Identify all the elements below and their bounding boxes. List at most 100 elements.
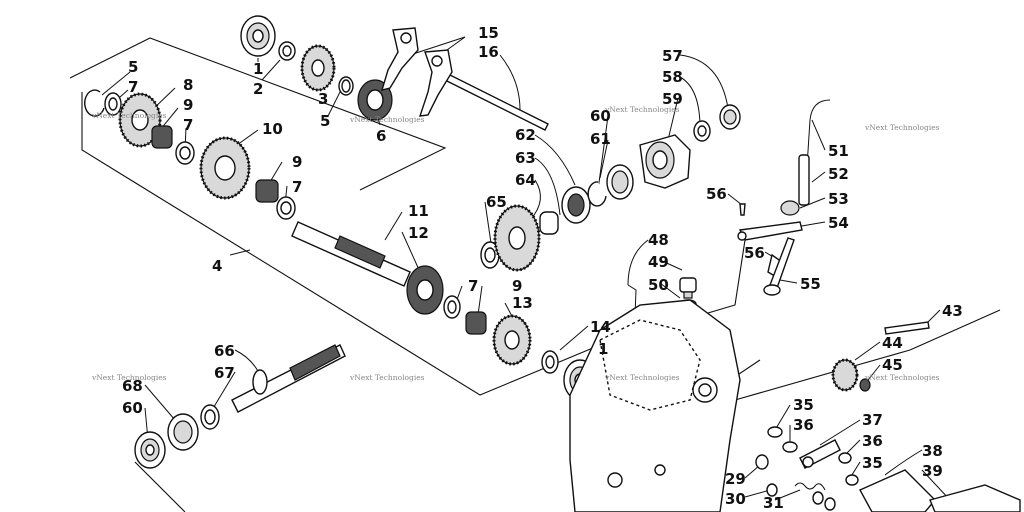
gear-44 — [831, 358, 859, 392]
washer-30 — [766, 483, 778, 497]
clutch-12 — [406, 265, 444, 315]
callout-16: 16 — [478, 43, 499, 61]
washer-7c — [276, 196, 296, 220]
washer-2 — [278, 41, 296, 61]
callout-5: 5 — [128, 58, 138, 76]
callout-14: 14 — [590, 318, 611, 336]
callout-37: 37 — [862, 411, 883, 429]
gear-13 — [492, 314, 532, 366]
callout-8: 8 — [183, 76, 193, 94]
callout-50: 50 — [648, 276, 669, 294]
cable-51 — [805, 99, 831, 183]
callout-53: 53 — [828, 190, 849, 208]
bushing-53 — [780, 200, 800, 216]
callout-9: 9 — [183, 96, 193, 114]
callout-60: 60 — [122, 399, 143, 417]
seal-60-bottom — [134, 431, 166, 469]
needle-bearing-9c — [465, 311, 487, 335]
callout-56: 56 — [706, 185, 727, 203]
callout-52: 52 — [828, 165, 849, 183]
bearing-62 — [561, 186, 591, 224]
watermark: vNext Technologies — [864, 123, 940, 132]
callout-67: 67 — [214, 364, 235, 382]
watermark: vNext Technologies — [864, 373, 940, 382]
shift-fork-15a — [380, 27, 419, 91]
needle-bearing-9a — [151, 125, 173, 149]
cap-57 — [719, 104, 741, 130]
callout-29: 29 — [725, 470, 746, 488]
main-shaft-11 — [291, 221, 411, 287]
callout-6: 6 — [376, 127, 386, 145]
washer-14 — [541, 350, 559, 374]
callout-7: 7 — [292, 178, 302, 196]
washer-35a — [767, 426, 783, 438]
callout-15: 15 — [478, 24, 499, 42]
callout-65: 65 — [486, 193, 507, 211]
callout-68: 68 — [122, 377, 143, 395]
callout-59: 59 — [662, 90, 683, 108]
callout-35: 35 — [862, 454, 883, 472]
callout-55: 55 — [800, 275, 821, 293]
callout-9: 9 — [512, 277, 522, 295]
callout-66: 66 — [214, 342, 235, 360]
callout-36: 36 — [862, 432, 883, 450]
ring-67 — [200, 404, 220, 430]
washer-35b — [845, 474, 859, 486]
watermark: vNext Technologies — [349, 373, 425, 382]
cover-39 — [929, 484, 1021, 512]
callout-1: 1 — [598, 340, 608, 358]
callout-64: 64 — [515, 171, 536, 189]
pin-43 — [884, 321, 930, 335]
washer-7b — [175, 141, 195, 165]
bevel-gear-64 — [493, 204, 541, 272]
needle-bearing-9b — [255, 179, 279, 203]
watermark: vNext Technologies — [91, 111, 167, 120]
seal-60-top — [606, 164, 634, 200]
washer-58 — [693, 120, 711, 142]
callout-39: 39 — [922, 462, 943, 480]
washer-7-left — [104, 92, 122, 116]
assembly-frames — [69, 37, 1001, 512]
shaft-37 — [799, 439, 841, 469]
leader-lines — [101, 36, 951, 501]
rod-52 — [798, 154, 810, 206]
gasket-38 — [859, 469, 936, 512]
callout-labels: 1 2 3 5 6 15 16 5 7 8 9 7 10 9 7 11 12 4… — [122, 24, 963, 512]
callout-3: 3 — [318, 90, 328, 108]
watermarks: vNext Technologies vNext Technologies vN… — [91, 105, 940, 382]
washer-36b — [838, 452, 852, 464]
callout-36: 36 — [793, 416, 814, 434]
output-shaft-66 — [231, 344, 346, 413]
callout-51: 51 — [828, 142, 849, 160]
callout-7: 7 — [128, 78, 138, 96]
callout-45: 45 — [882, 356, 903, 374]
link-55 — [763, 237, 795, 296]
callout-9: 9 — [292, 153, 302, 171]
callout-62: 62 — [515, 126, 536, 144]
bearing-68 — [167, 413, 199, 451]
gear-10 — [199, 136, 251, 200]
callout-7: 7 — [183, 116, 193, 134]
bearing-1-top — [240, 15, 276, 57]
shift-fork-15b — [418, 49, 453, 117]
gear-8 — [118, 92, 162, 148]
callout-10: 10 — [262, 120, 283, 138]
ring-29 — [755, 454, 769, 470]
watermark: vNext Technologies — [604, 105, 680, 114]
callout-30: 30 — [725, 490, 746, 508]
callout-7: 7 — [468, 277, 478, 295]
washer-7d — [443, 295, 461, 319]
plug-49 — [679, 277, 697, 299]
watermark: vNext Technologies — [349, 115, 425, 124]
housing-59 — [639, 134, 691, 189]
callout-5: 5 — [320, 112, 330, 130]
callout-4: 4 — [212, 257, 222, 275]
callout-31: 31 — [763, 494, 784, 512]
gear-3 — [300, 44, 336, 92]
spacer-63 — [539, 211, 559, 235]
callout-44: 44 — [882, 334, 903, 352]
spring-31 — [794, 482, 836, 511]
callout-2: 2 — [253, 80, 263, 98]
callout-38: 38 — [922, 442, 943, 460]
